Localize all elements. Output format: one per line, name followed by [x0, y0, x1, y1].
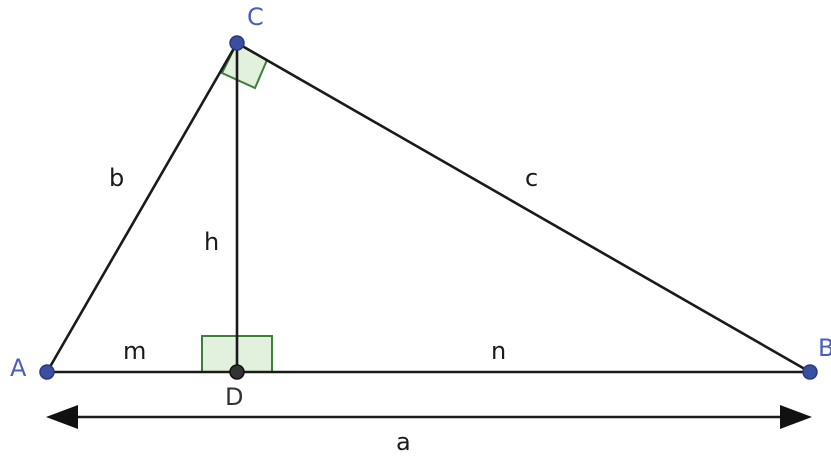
side-b-line [45, 41, 239, 374]
segment-label-n: n [491, 337, 506, 365]
side-label-b: b [109, 164, 124, 192]
vertex-label-d: D [225, 383, 243, 411]
point-d [229, 364, 245, 380]
side-label-c: c [525, 164, 538, 192]
point-a [39, 364, 55, 380]
dimension-label-a: a [396, 428, 411, 456]
side-c-line [235, 41, 812, 374]
vertex-label-a: A [10, 354, 27, 382]
point-b [802, 364, 818, 380]
arrowhead-left-icon [46, 405, 78, 429]
vertex-label-c: C [247, 3, 264, 31]
segment-label-m: m [123, 337, 146, 365]
point-c [229, 35, 245, 51]
vertex-label-b: B [818, 334, 831, 362]
side-label-h: h [204, 228, 219, 256]
arrowhead-right-icon [780, 405, 812, 429]
right-angle-marker-c [220, 41, 269, 90]
